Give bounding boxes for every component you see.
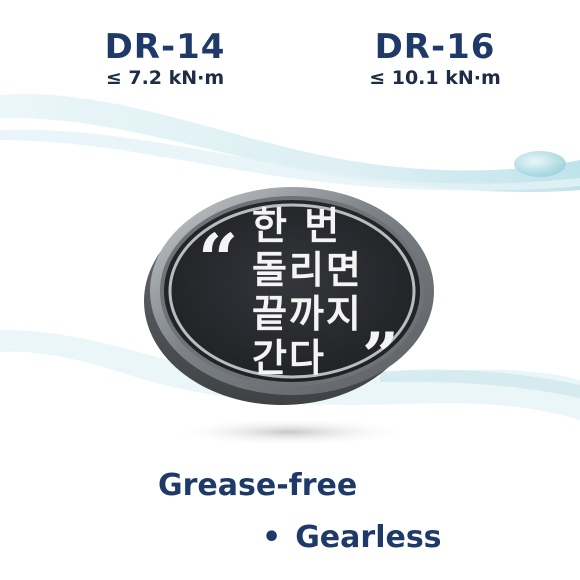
model-dr14-name: DR-14: [104, 27, 226, 67]
model-dr16: DR-16 ≤ 10.1 kN·m: [320, 28, 550, 90]
badge-line-3: 끝까지: [252, 292, 363, 336]
feature-grease-free: Grease-free: [158, 468, 358, 503]
badge-line-2: 돌리면: [252, 248, 363, 292]
badge-line-4: 간다: [252, 336, 326, 380]
badge-text: “ 한 번 돌리면 끝까지 간다 ”: [140, 175, 440, 415]
close-quote: ”: [362, 319, 399, 394]
slogan-badge: “ 한 번 돌리면 끝까지 간다 ”: [140, 175, 440, 415]
badge-emblem: [144, 187, 434, 405]
model-dr14-torque: ≤ 7.2 kN·m: [105, 67, 225, 89]
model-dr16-name: DR-16: [374, 27, 496, 67]
feature-gearless-label: Gearless: [295, 520, 442, 555]
model-dr16-torque: ≤ 10.1 kN·m: [369, 67, 501, 89]
model-dr14: DR-14 ≤ 7.2 kN·m: [70, 28, 260, 90]
bullet-icon: •: [262, 520, 282, 555]
badge-line-1: 한 번: [252, 204, 342, 248]
feature-gearless: • Gearless: [262, 520, 442, 556]
open-quote: “: [198, 218, 239, 301]
